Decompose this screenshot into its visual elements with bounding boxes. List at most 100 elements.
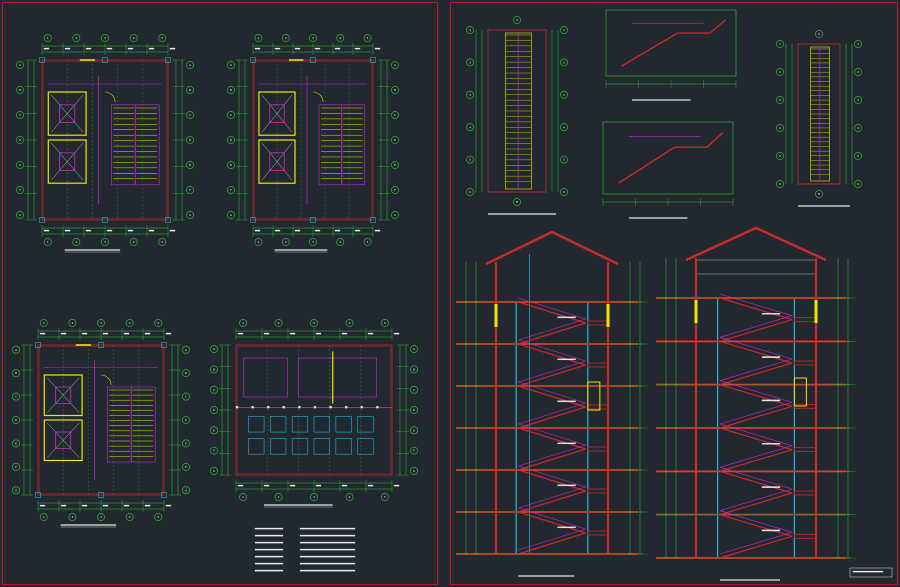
grid-bubble-label: C xyxy=(230,113,232,117)
window-highlight xyxy=(793,377,807,407)
dimension-text-mark xyxy=(85,47,92,50)
notes-text-mark xyxy=(299,534,356,537)
grid-bubble xyxy=(310,493,318,501)
grid-bubble-label: E xyxy=(189,163,191,167)
toilet-stall xyxy=(270,416,287,433)
grid-bubble xyxy=(16,86,24,94)
handrail xyxy=(719,315,793,338)
grid-bubble-label: 1 xyxy=(242,495,244,499)
fixture xyxy=(267,405,270,409)
grid-bubble xyxy=(186,186,194,194)
grid-bubble xyxy=(68,513,77,521)
left-sheet-frame xyxy=(2,2,438,585)
fixture xyxy=(298,405,301,409)
dimension-text-mark xyxy=(289,484,296,487)
building-section-2 xyxy=(656,226,893,581)
grid-bubble-label: B xyxy=(213,367,215,371)
stair-flight xyxy=(518,343,586,366)
grid-bubble xyxy=(254,238,263,246)
grid-bubble xyxy=(12,416,20,424)
grid-bubble xyxy=(410,365,418,374)
column xyxy=(161,342,167,348)
grid-bubble-label: 6 xyxy=(563,190,565,194)
grid-bubble xyxy=(129,238,138,246)
grid-bubble-label: 6 xyxy=(779,182,781,186)
grid-bubble-label: B xyxy=(189,88,191,92)
grid-bubble-label: D xyxy=(189,138,191,142)
stair-slab xyxy=(709,19,727,34)
wall-inner-face xyxy=(254,61,372,219)
section-label-mark xyxy=(761,486,781,488)
grid-bubble xyxy=(186,211,194,219)
grid-bubble xyxy=(336,34,345,42)
grid-bubble-label: F xyxy=(185,465,187,469)
dimension-text-mark xyxy=(393,484,400,487)
dimension-text-mark xyxy=(354,47,361,50)
grid-bubble xyxy=(72,238,81,246)
dimension-text-mark xyxy=(144,504,151,507)
grid-bubble xyxy=(281,238,290,246)
grid-bubble xyxy=(227,61,235,69)
handrail xyxy=(719,337,793,360)
grid-bubble-label: 3 xyxy=(563,93,565,97)
grid-bubble-label: D xyxy=(230,138,232,142)
stair-flight xyxy=(518,532,586,555)
grid-bubble xyxy=(101,34,109,42)
grid-bubble-label: 4 xyxy=(779,126,781,130)
dimension-text-mark xyxy=(43,229,50,232)
grid-bubble-label: 1 xyxy=(258,240,260,244)
grid-bubble-label: 2 xyxy=(285,36,287,40)
column xyxy=(370,217,376,223)
grid-bubble-label: B xyxy=(19,88,21,92)
handrail xyxy=(719,445,793,468)
elevator-car xyxy=(55,431,72,449)
wall xyxy=(252,59,374,221)
grid-bubble-label: 2 xyxy=(857,70,859,74)
grid-bubble xyxy=(154,513,163,521)
dimension-text-mark xyxy=(148,229,155,232)
grid-bubble-label: 3 xyxy=(100,321,102,325)
grid-bubble-label: 3 xyxy=(312,36,314,40)
landing xyxy=(794,360,817,366)
grid-bubble-label: 3 xyxy=(104,36,106,40)
dimension-text-mark xyxy=(274,47,281,50)
grid-bubble xyxy=(227,161,235,169)
dimension-text-mark xyxy=(254,229,261,232)
wall xyxy=(487,29,547,193)
landing xyxy=(587,404,609,410)
dimension-text-mark xyxy=(341,484,348,487)
toilet-stall xyxy=(313,438,330,455)
notes-text-mark xyxy=(254,555,284,558)
grid-bubble xyxy=(125,319,134,327)
grid-bubble-label: G xyxy=(413,469,415,473)
grid-bubble-label: C xyxy=(413,388,415,392)
grid-bubble xyxy=(391,161,399,169)
grid-bubble-label: D xyxy=(413,408,415,412)
dimension-text-mark xyxy=(315,332,322,335)
grid-bubble xyxy=(363,34,372,42)
handrail xyxy=(719,358,793,381)
grid-bubble-label: 2 xyxy=(563,61,565,65)
grid-bubble-label: E xyxy=(213,428,215,432)
door-swing xyxy=(104,91,116,103)
dimension-text-mark xyxy=(374,229,381,232)
dimension-text-mark xyxy=(165,332,172,335)
stair-run-section-2 xyxy=(602,121,734,219)
grid-bubble xyxy=(410,467,418,475)
toilet-stall xyxy=(248,438,265,455)
dimension-text-mark xyxy=(314,47,321,50)
grid-bubble xyxy=(776,96,784,104)
stair-flight xyxy=(518,490,586,513)
room xyxy=(243,357,288,398)
grid-bubble-label: 1 xyxy=(779,42,781,46)
notes-text-mark xyxy=(299,555,356,558)
grid-bubble-label: 4 xyxy=(563,125,565,129)
stair-flight xyxy=(719,362,793,386)
building-section-1 xyxy=(456,230,648,577)
notes-text-mark xyxy=(254,527,284,530)
grid-bubble-label: F xyxy=(19,188,21,192)
grid-bubble-label: 2 xyxy=(278,321,280,325)
dimension-text-mark xyxy=(123,332,130,335)
grid-bubble xyxy=(854,96,862,104)
